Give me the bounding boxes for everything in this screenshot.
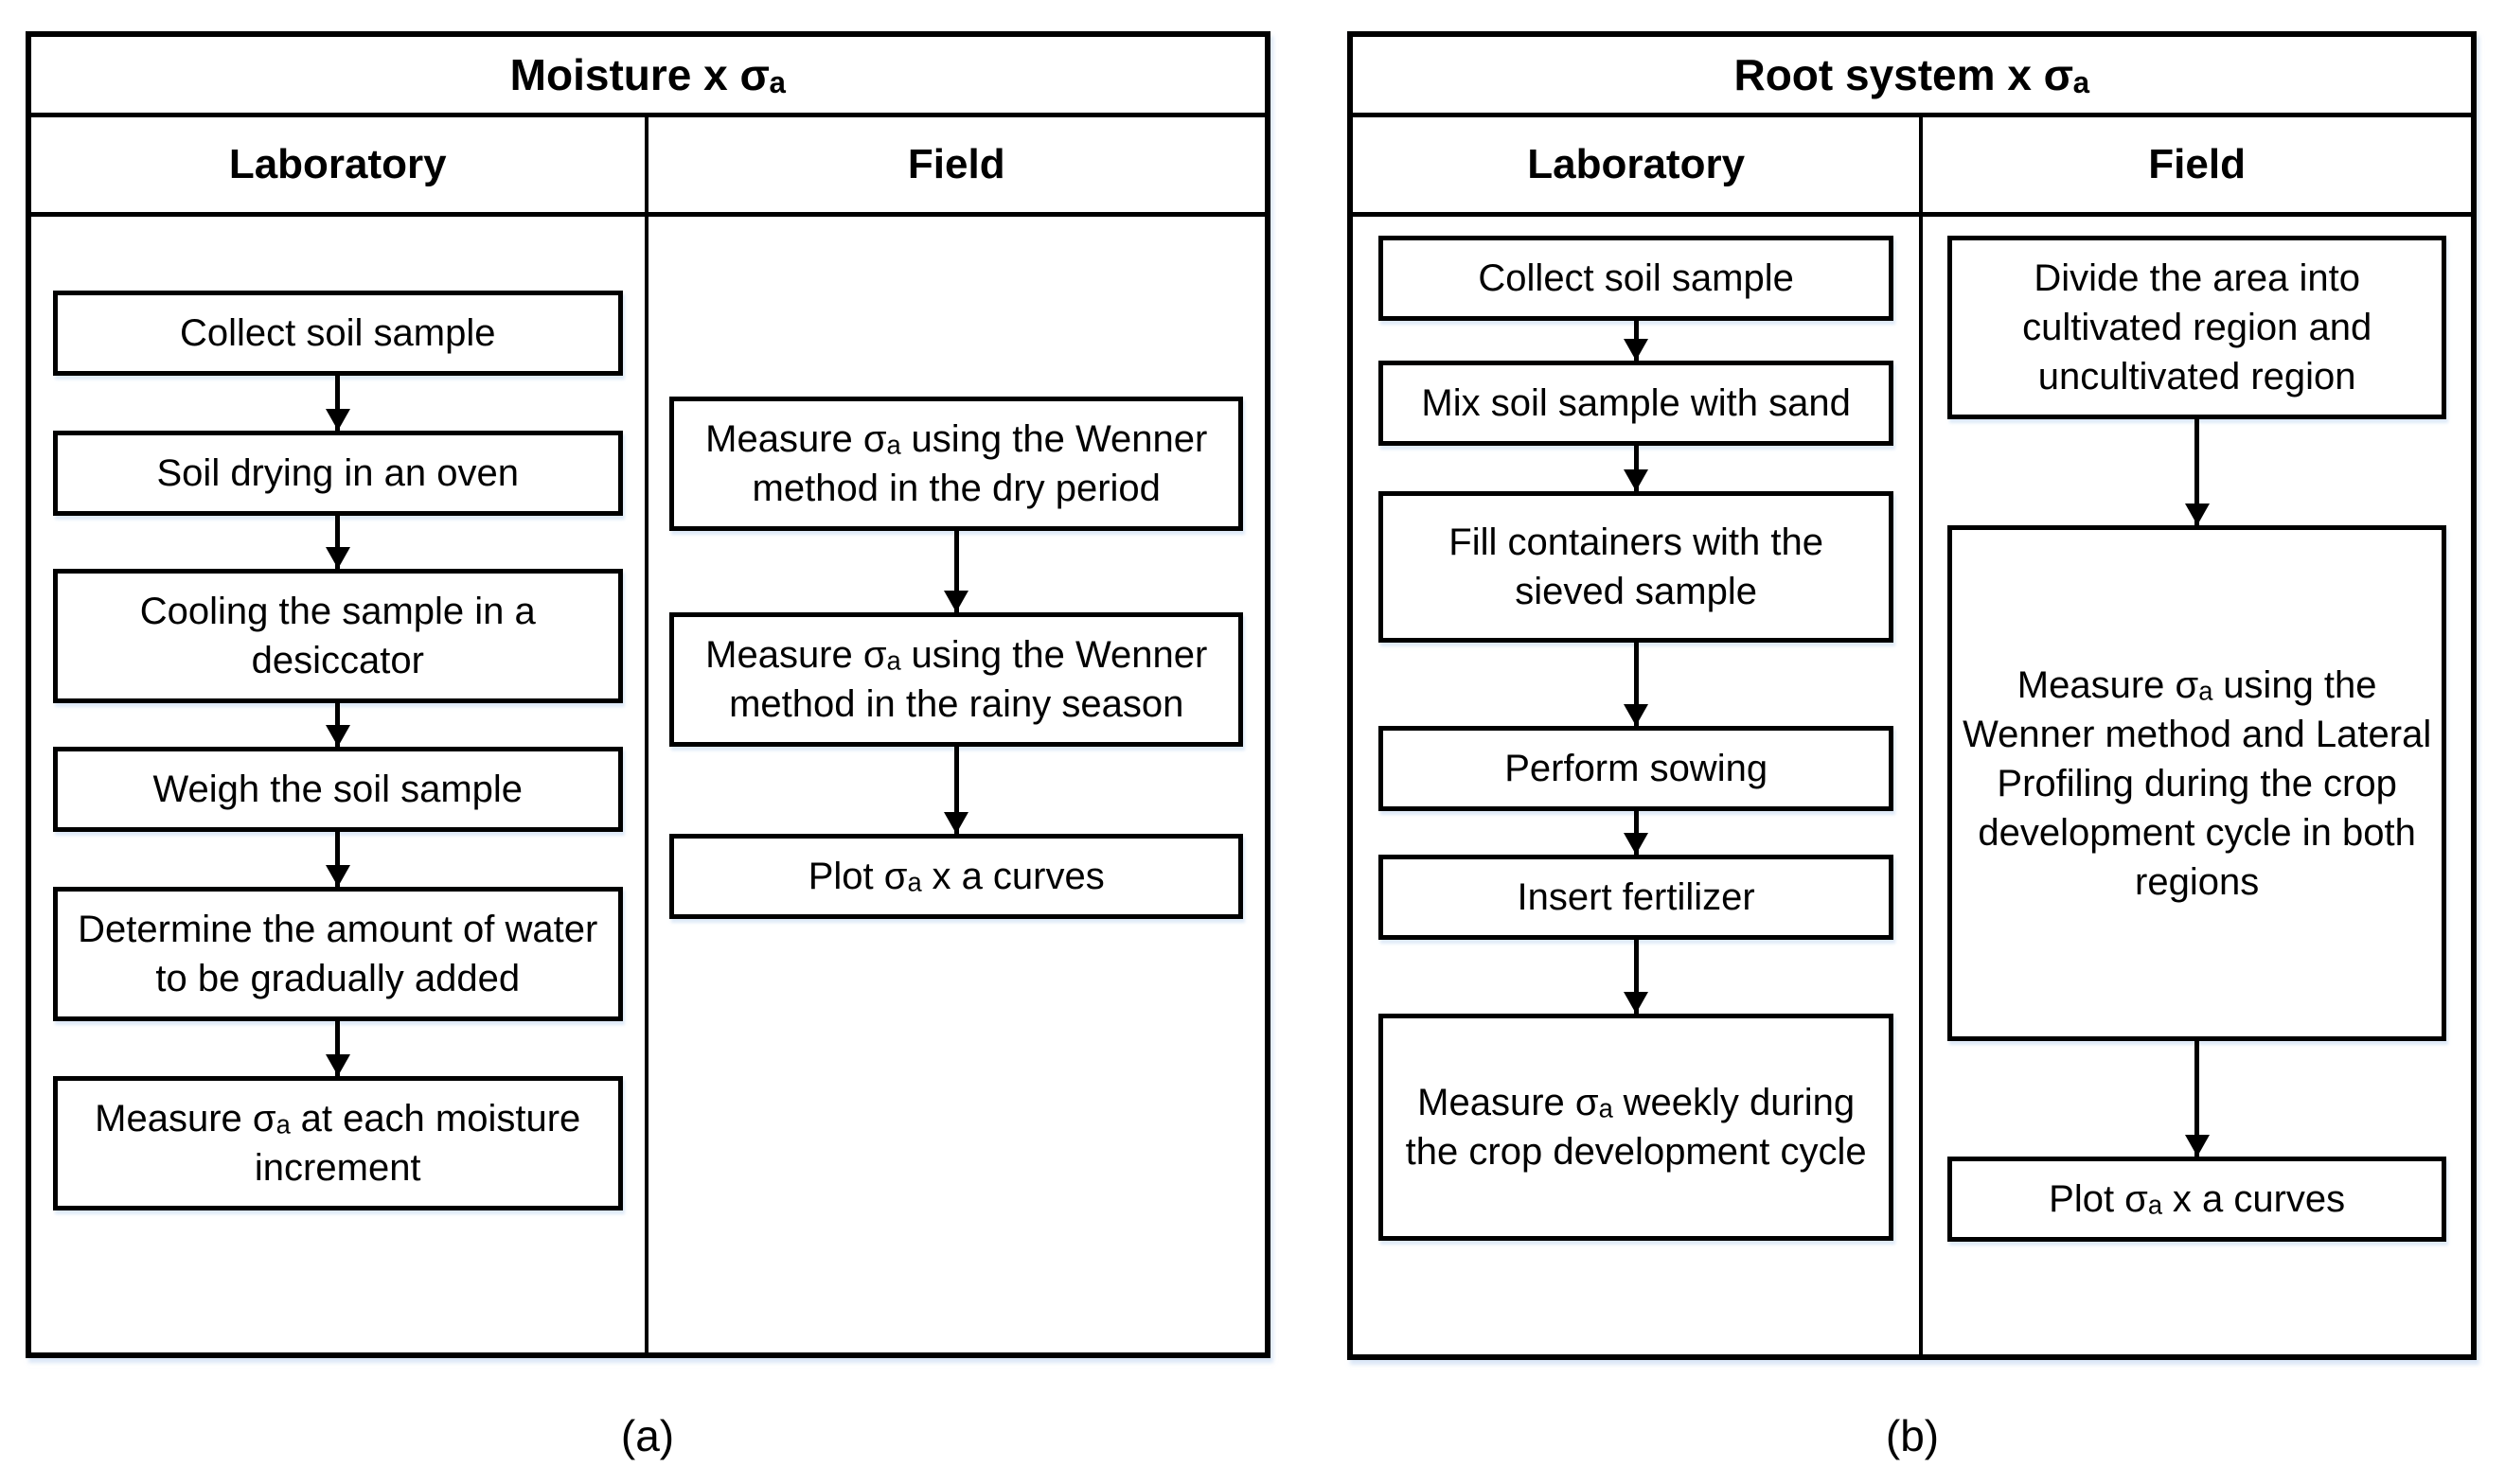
flow-step-plot-curves-a: Plot σₐ x a curves bbox=[669, 834, 1244, 919]
down-arrow bbox=[335, 376, 341, 431]
panel-root-system-laboratory-header: Laboratory bbox=[1353, 117, 1924, 212]
flow-step-perform-sowing: Perform sowing bbox=[1377, 726, 1894, 811]
flow-step-measure-rainy-season: Measure σₐ using the Wenner method in th… bbox=[669, 612, 1244, 747]
flow-step-mix-soil-sand: Mix soil sample with sand bbox=[1377, 361, 1894, 446]
down-arrow bbox=[1633, 321, 1639, 361]
flow-step-divide-area: Divide the area into cultivated region a… bbox=[1947, 236, 2446, 419]
down-arrow bbox=[953, 531, 959, 612]
down-arrow bbox=[1633, 643, 1639, 726]
panel-root-system-field-column: Divide the area into cultivated region a… bbox=[1923, 217, 2471, 1354]
down-arrow bbox=[335, 832, 341, 887]
down-arrow bbox=[2194, 419, 2200, 525]
flow-step-soil-drying: Soil drying in an oven bbox=[52, 431, 623, 516]
flow-step-plot-curves-b: Plot σₐ x a curves bbox=[1947, 1157, 2446, 1242]
flow-step-measure-moisture-increment: Measure σₐ at each moisture increment bbox=[52, 1076, 623, 1210]
flow-step-determine-water: Determine the amount of water to be grad… bbox=[52, 887, 623, 1021]
flow-step-weigh-sample: Weigh the soil sample bbox=[52, 747, 623, 832]
flow-step-measure-lateral-profiling: Measure σₐ using the Wenner method and L… bbox=[1947, 525, 2446, 1041]
caption-a: (a) bbox=[620, 1411, 675, 1460]
down-arrow bbox=[335, 516, 341, 569]
panel-root-system-column-headers: Laboratory Field bbox=[1353, 117, 2471, 217]
panel-root-system-title: Root system x σₐ bbox=[1353, 37, 2471, 117]
flow-step-measure-weekly: Measure σₐ weekly during the crop develo… bbox=[1377, 1014, 1894, 1241]
panel-moisture: Moisture x σₐ Laboratory Field Collect s… bbox=[26, 31, 1270, 1358]
panel-moisture-column-headers: Laboratory Field bbox=[31, 117, 1265, 217]
panel-root-system-field-header: Field bbox=[2148, 141, 2246, 187]
down-arrow bbox=[953, 747, 959, 834]
down-arrow bbox=[2194, 1041, 2200, 1157]
panel-root-system-body: Collect soil sample Mix soil sample with… bbox=[1353, 217, 2471, 1354]
panel-moisture-body: Collect soil sample Soil drying in an ov… bbox=[31, 217, 1265, 1352]
flow-step-measure-dry-period: Measure σₐ using the Wenner method in th… bbox=[669, 397, 1244, 531]
flow-step-insert-fertilizer: Insert fertilizer bbox=[1377, 855, 1894, 940]
panel-moisture-field-header: Field bbox=[907, 141, 1005, 187]
flow-step-fill-containers: Fill containers with the sieved sample bbox=[1377, 491, 1894, 643]
flow-step-collect-soil-sample-b: Collect soil sample bbox=[1377, 236, 1894, 321]
down-arrow bbox=[1633, 446, 1639, 491]
panel-root-system-laboratory-column: Collect soil sample Mix soil sample with… bbox=[1353, 217, 1924, 1354]
panel-moisture-laboratory-header: Laboratory bbox=[31, 117, 648, 212]
down-arrow bbox=[1633, 940, 1639, 1014]
panel-root-system: Root system x σₐ Laboratory Field Collec… bbox=[1347, 31, 2477, 1360]
panel-moisture-title: Moisture x σₐ bbox=[31, 37, 1265, 117]
panel-moisture-laboratory-column: Collect soil sample Soil drying in an ov… bbox=[31, 217, 648, 1352]
down-arrow bbox=[335, 703, 341, 747]
flow-step-collect-soil-sample: Collect soil sample bbox=[52, 291, 623, 376]
flow-step-cooling-sample: Cooling the sample in a desiccator bbox=[52, 569, 623, 703]
panel-moisture-field-column: Measure σₐ using the Wenner method in th… bbox=[648, 217, 1266, 1352]
down-arrow bbox=[335, 1021, 341, 1076]
caption-b: (b) bbox=[1885, 1411, 1940, 1460]
down-arrow bbox=[1633, 811, 1639, 855]
